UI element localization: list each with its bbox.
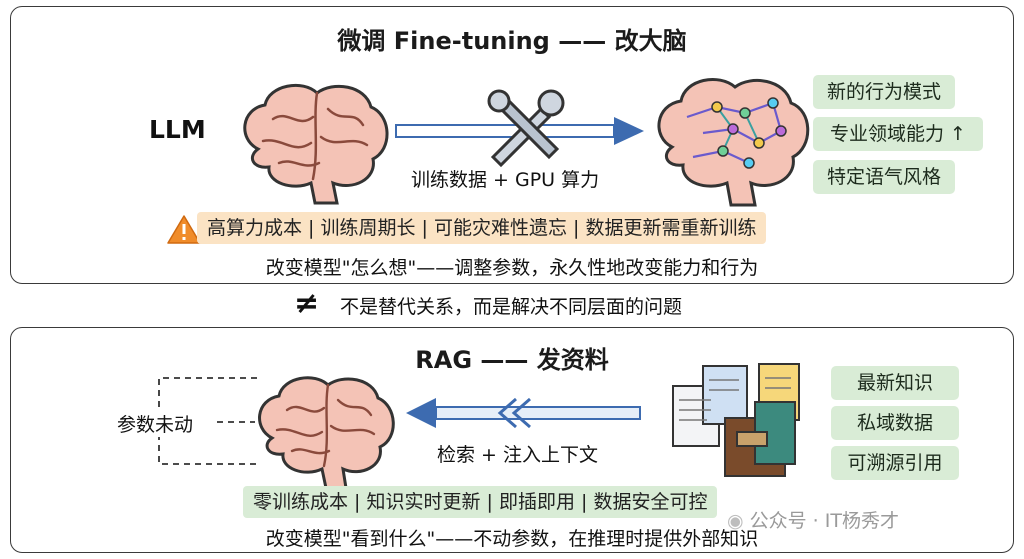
cost-bar: 高算力成本 | 训练周期长 | 可能灾难性遗忘 | 数据更新需重新训练 bbox=[197, 212, 767, 244]
retrieval-arrow bbox=[406, 397, 641, 429]
documents-icon bbox=[672, 363, 800, 477]
retrieval-arrow-label: 检索 + 注入上下文 bbox=[437, 444, 598, 466]
training-arrow bbox=[395, 117, 644, 145]
warning-icon bbox=[167, 215, 201, 244]
dashed-bracket bbox=[158, 377, 257, 465]
result-tone-style: 特定语气风格 bbox=[813, 160, 955, 194]
relation-note: 不是替代关系，而是解决不同层面的问题 bbox=[340, 296, 683, 318]
brain-icon bbox=[258, 376, 395, 490]
training-arrow-label: 训练数据 + GPU 算力 bbox=[411, 169, 600, 191]
wechat-icon: ◉ bbox=[727, 510, 744, 532]
finetune-panel: 微调 Fine-tuning —— 改大脑 LLM 训练数据 + GPU 算力 … bbox=[10, 6, 1014, 284]
source-latest-knowledge: 最新知识 bbox=[831, 366, 959, 400]
enhanced-brain-icon bbox=[657, 78, 810, 207]
rag-summary: 改变模型"看到什么"——不动参数，在推理时提供外部知识 bbox=[265, 528, 759, 550]
watermark: ◉ 公众号 · IT杨秀才 bbox=[727, 506, 899, 533]
result-domain-ability: 专业领域能力 ↑ bbox=[813, 117, 983, 151]
finetune-summary: 改变模型"怎么想"——调整参数，永久性地改变能力和行为 bbox=[265, 257, 759, 279]
rag-panel: RAG —— 发资料 参数未动 检索 + 注入上下文 最新知识 私域数据 可溯源… bbox=[10, 327, 1014, 553]
rag-title: RAG —— 发资料 bbox=[415, 346, 609, 374]
source-citations: 可溯源引用 bbox=[831, 446, 959, 480]
not-equal-symbol: ≠ bbox=[294, 286, 320, 321]
llm-label: LLM bbox=[149, 115, 206, 144]
source-private-data: 私域数据 bbox=[831, 406, 959, 440]
brain-icon bbox=[243, 83, 389, 205]
wrench-icon bbox=[487, 89, 565, 168]
watermark-text: 公众号 · IT杨秀才 bbox=[749, 510, 899, 532]
result-behavior: 新的行为模式 bbox=[813, 75, 955, 109]
param-unchanged-label: 参数未动 bbox=[113, 410, 198, 437]
benefit-bar: 零训练成本 | 知识实时更新 | 即插即用 | 数据安全可控 bbox=[243, 486, 718, 518]
finetune-title: 微调 Fine-tuning —— 改大脑 bbox=[337, 27, 687, 55]
